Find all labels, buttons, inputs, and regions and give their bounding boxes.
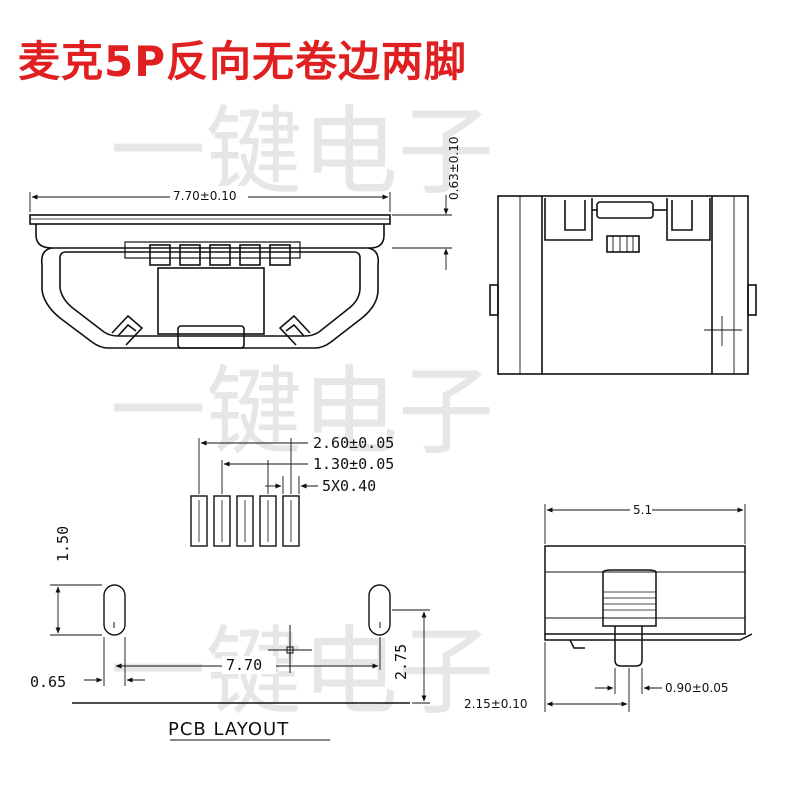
- pad-dimensions: [198, 438, 318, 494]
- pcb-slot-height: 1.50: [54, 526, 72, 562]
- watermark: 一键电子 一键电子 一键电子: [110, 96, 494, 728]
- watermark-bottom: 一键电子: [110, 616, 494, 728]
- pcb-slot-width: 0.65: [30, 673, 66, 691]
- side-view: [544, 545, 753, 667]
- side-view-dimensions: [544, 504, 746, 712]
- dim-bg: [630, 502, 652, 518]
- pad-outer-dim: 2.60±0.05: [313, 434, 394, 452]
- pcb-layout: [72, 584, 410, 704]
- top-view: [489, 195, 757, 375]
- watermark-middle: 一键电子: [110, 356, 494, 468]
- pcb-slot-offset: 2.75: [392, 644, 410, 680]
- drawing-title: 麦克5P反向无卷边两脚: [18, 37, 468, 86]
- dim-bg: [170, 186, 248, 204]
- front-height-dim: 0.63±0.10: [447, 137, 461, 201]
- side-offset-dim: 2.15±0.10: [464, 697, 528, 711]
- pad-array: [190, 495, 300, 547]
- front-view: [29, 214, 391, 349]
- front-width-dim: 7.70±0.10: [173, 189, 237, 203]
- side-length-dim: 5.1: [633, 503, 652, 517]
- watermark-top: 一键电子: [110, 96, 494, 208]
- dim-bg: [222, 656, 276, 674]
- pcb-layout-label: PCB LAYOUT: [168, 719, 289, 740]
- pad-inner-dim: 1.30±0.05: [313, 455, 394, 473]
- pcb-slot-spacing: 7.70: [226, 656, 262, 674]
- side-tab-width-dim: 0.90±0.05: [665, 681, 729, 695]
- pad-pitch-dim: 5X0.40: [322, 477, 376, 495]
